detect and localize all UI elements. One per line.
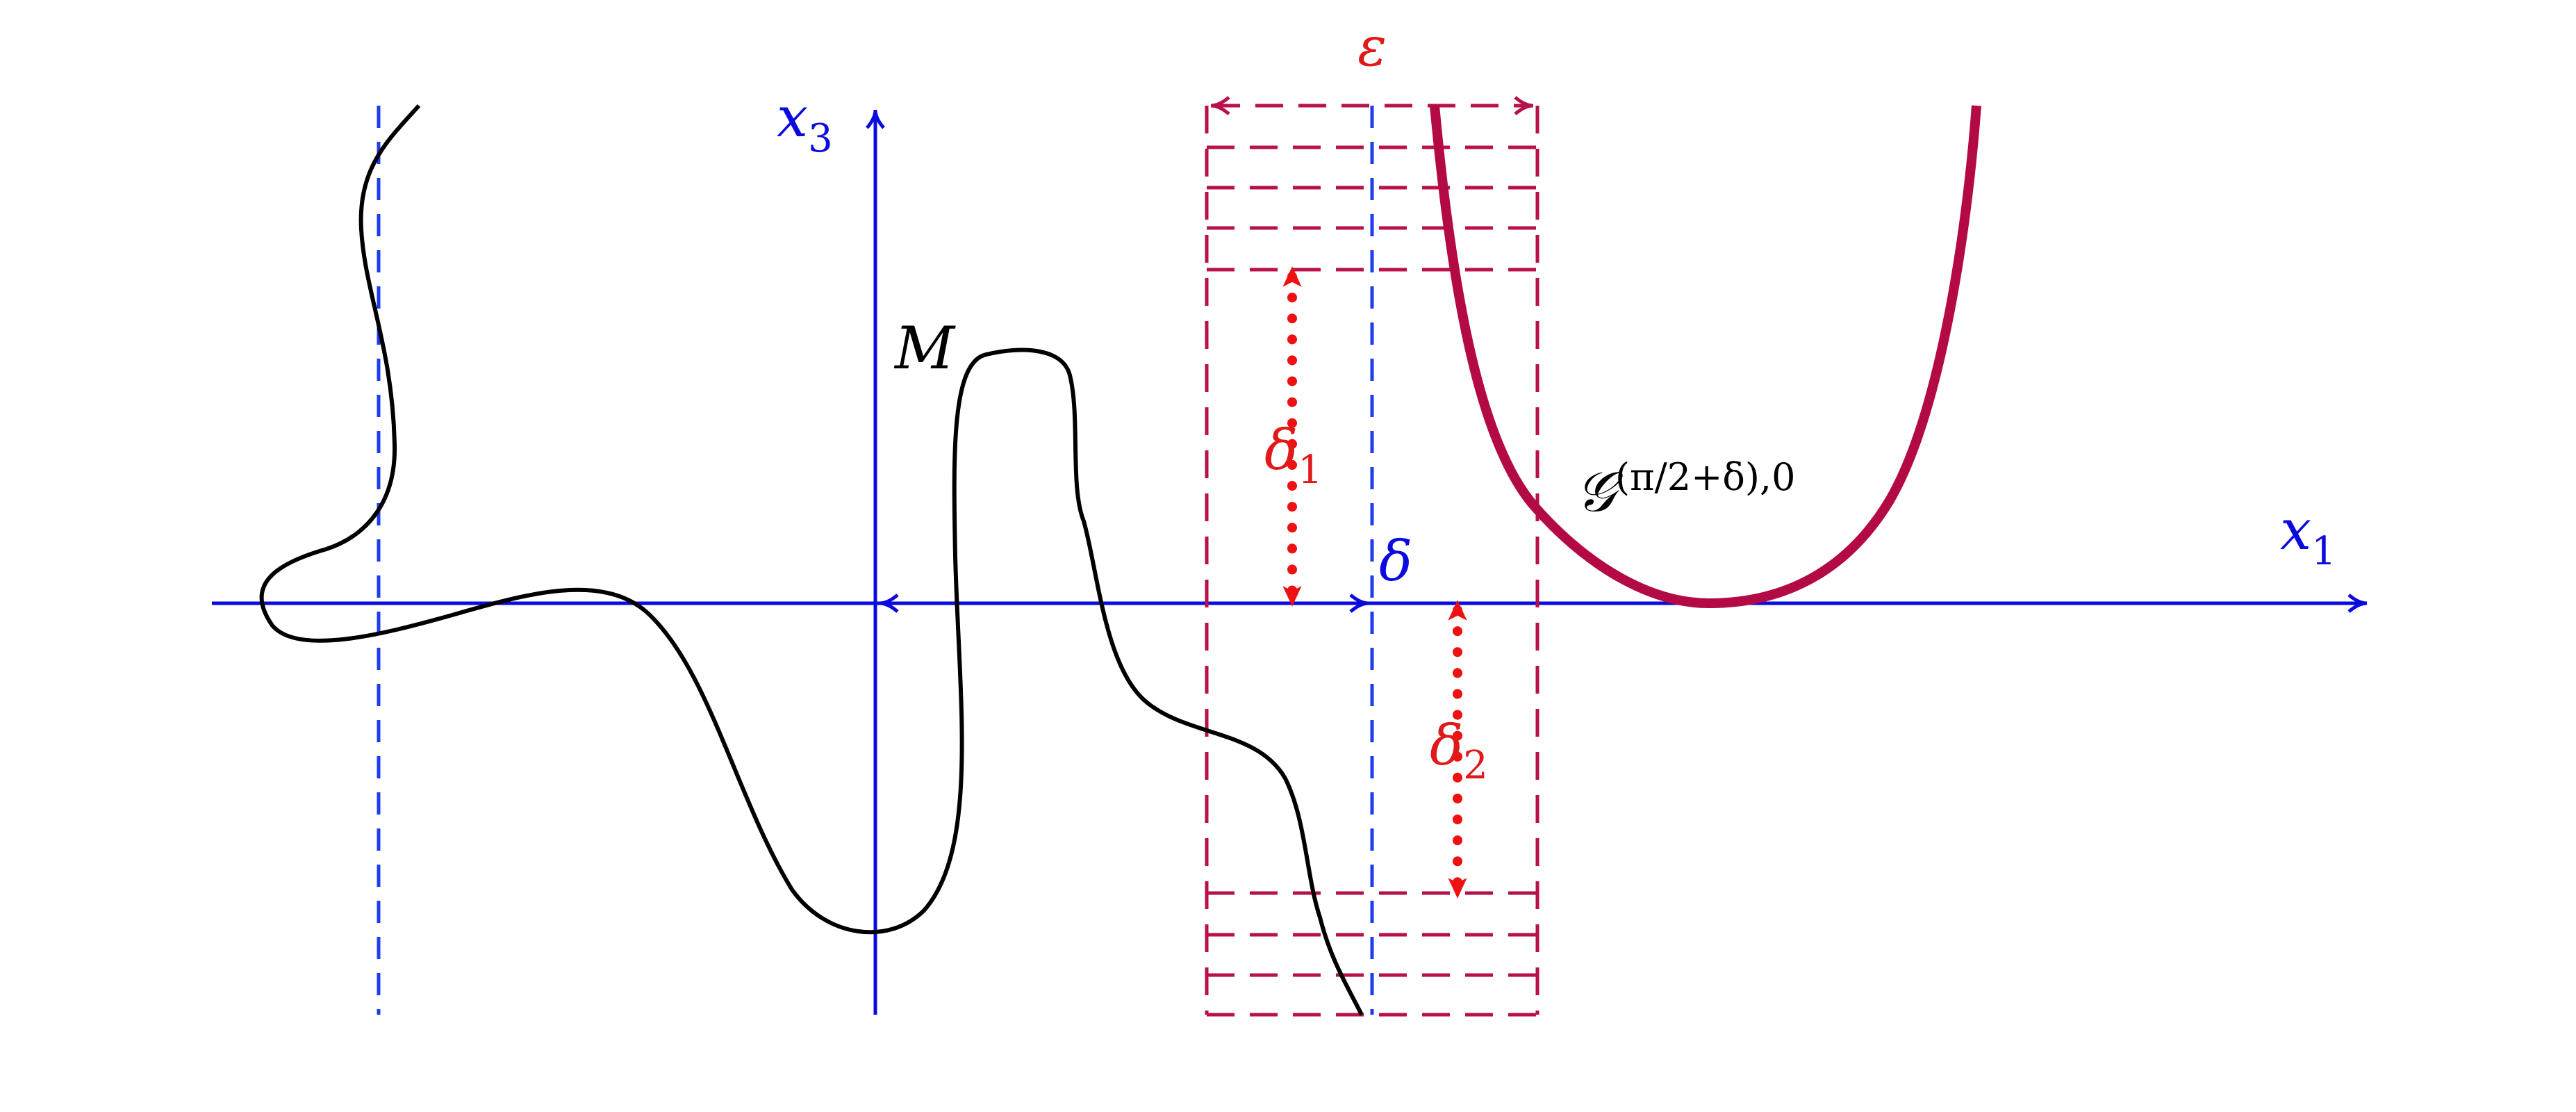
delta-label: δ bbox=[1379, 529, 1412, 594]
x3-axis-label: x3 bbox=[777, 85, 833, 161]
delta1-label: δ1 bbox=[1264, 418, 1323, 493]
graph-label: 𝒢(π/2+δ),0 bbox=[1576, 455, 1795, 524]
epsilon-box bbox=[1205, 106, 1539, 1017]
graph-curve bbox=[1430, 105, 1981, 609]
x1-axis-label: x1 bbox=[2280, 498, 2336, 574]
epsilon-label: ε bbox=[1357, 16, 1387, 79]
manifold-curve bbox=[259, 104, 1364, 1016]
delta2-label: δ2 bbox=[1430, 713, 1488, 788]
manifold-label: M bbox=[893, 314, 956, 382]
